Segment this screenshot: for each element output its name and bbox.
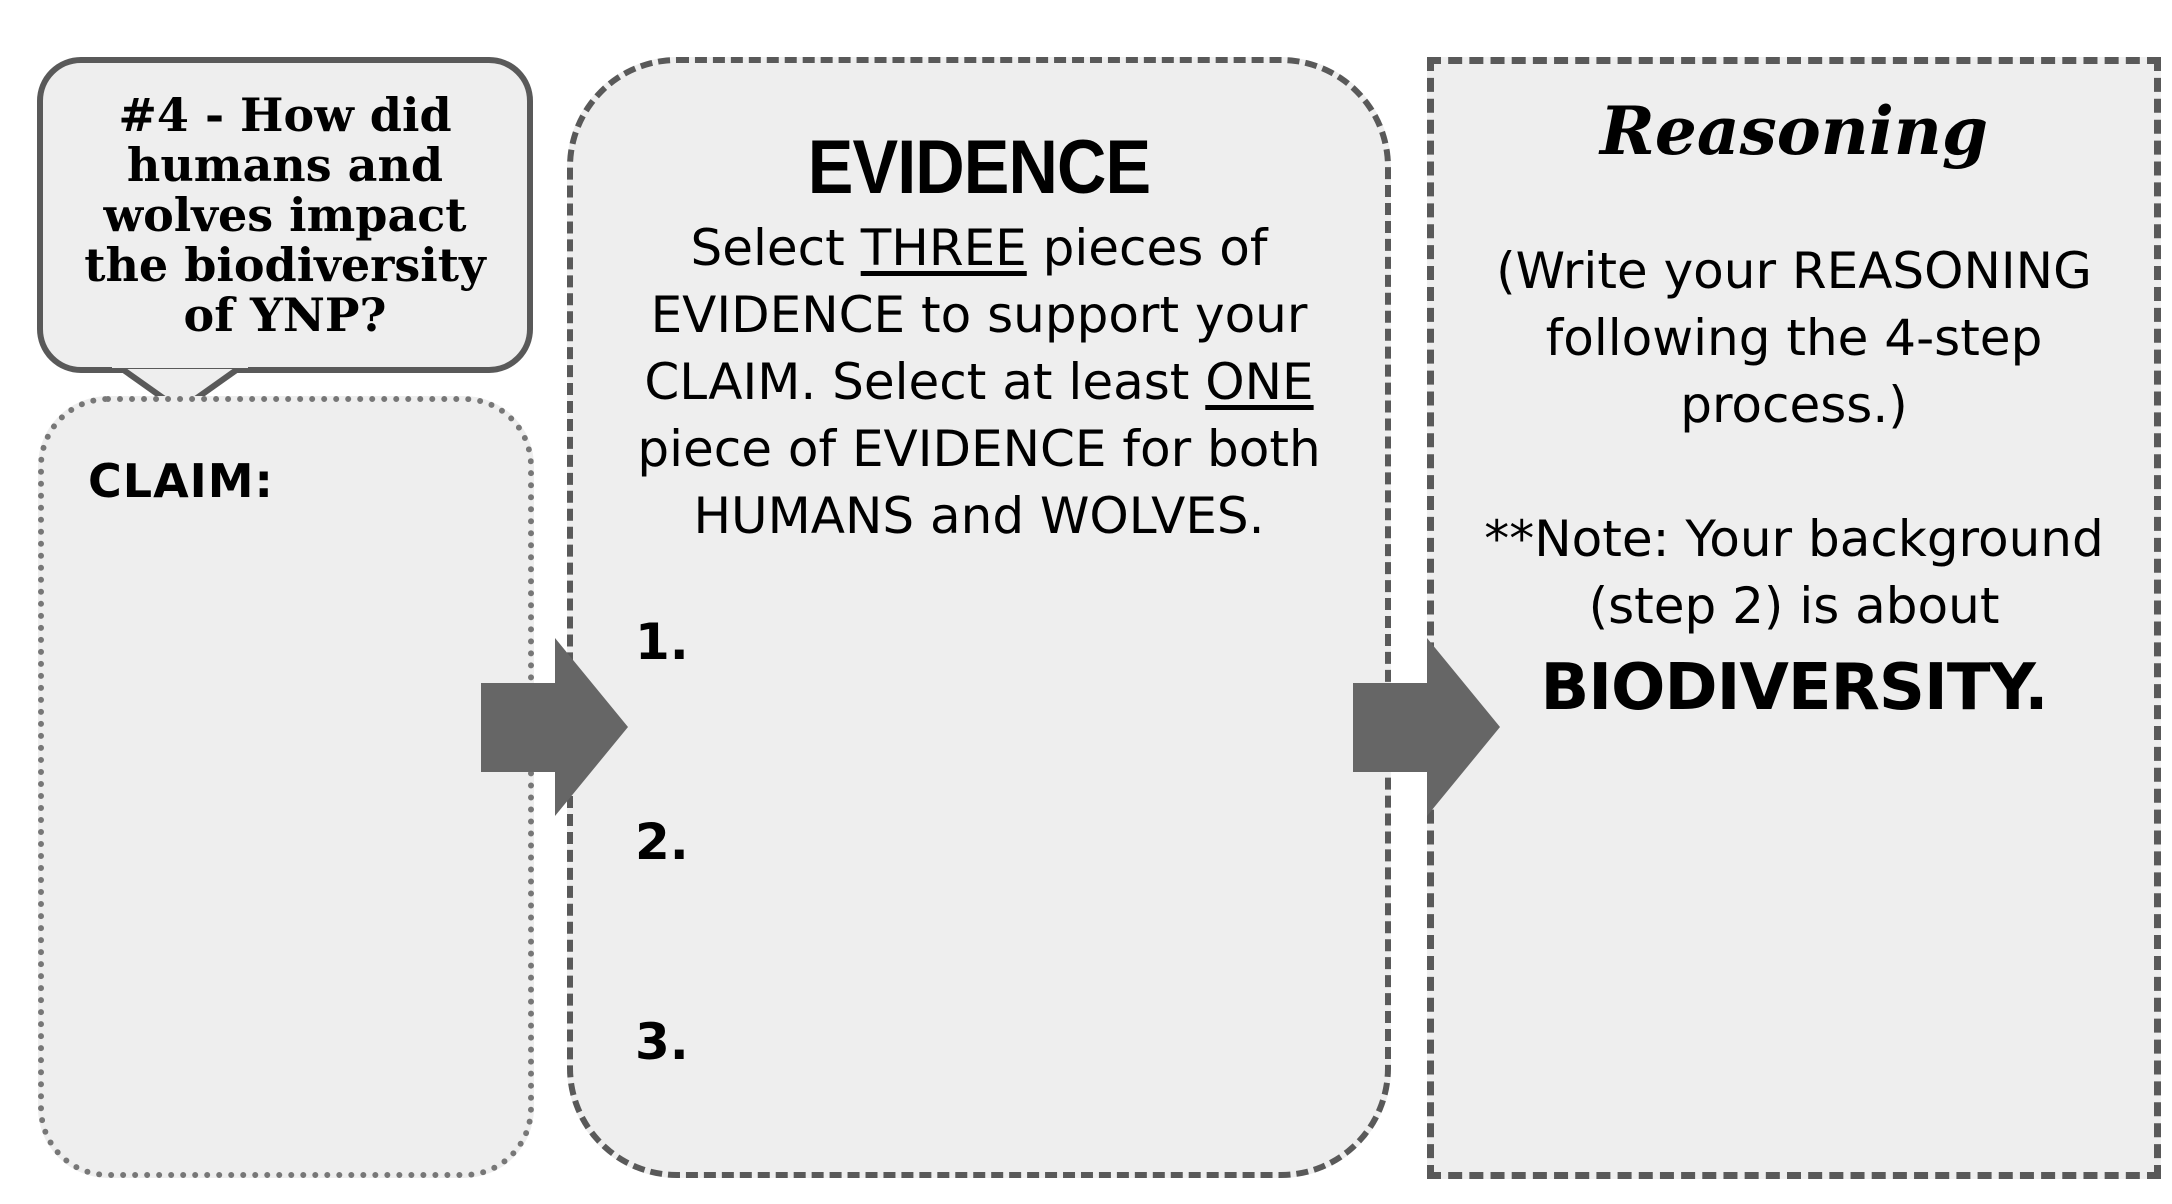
evidence-box[interactable]: EVIDENCE Select THREE pieces of EVIDENCE…	[567, 57, 1391, 1178]
evidence-instructions: Select THREE pieces of EVIDENCE to suppo…	[613, 215, 1345, 550]
reasoning-emphasis: BIODIVERSITY.	[1540, 651, 2048, 725]
question-text: #4 - How did humans and wolves impact th…	[84, 88, 486, 342]
evidence-instructions-one: ONE	[1205, 353, 1314, 411]
claim-label: CLAIM:	[88, 454, 274, 508]
evidence-title: EVIDENCE	[807, 125, 1151, 210]
evidence-item-2: 2.	[635, 813, 689, 871]
reasoning-note: **Note: Your background (step 2) is abou…	[1484, 510, 2104, 635]
evidence-instructions-part1: Select	[690, 219, 861, 277]
claim-box[interactable]: CLAIM:	[38, 396, 534, 1178]
evidence-instructions-part3: piece of EVIDENCE for both HUMANS and WO…	[637, 420, 1321, 545]
evidence-item-1: 1.	[635, 613, 689, 671]
reasoning-title: Reasoning	[1600, 92, 1988, 170]
evidence-instructions-three: THREE	[860, 219, 1027, 277]
reasoning-instructions: (Write your REASONING following the 4-st…	[1496, 242, 2092, 434]
question-bubble: #4 - How did humans and wolves impact th…	[37, 57, 533, 373]
evidence-instructions-part2: pieces of EVIDENCE to support your CLAIM…	[644, 219, 1308, 411]
evidence-item-3: 3.	[635, 1013, 689, 1071]
reasoning-box[interactable]: Reasoning (Write your REASONING followin…	[1427, 57, 2161, 1179]
